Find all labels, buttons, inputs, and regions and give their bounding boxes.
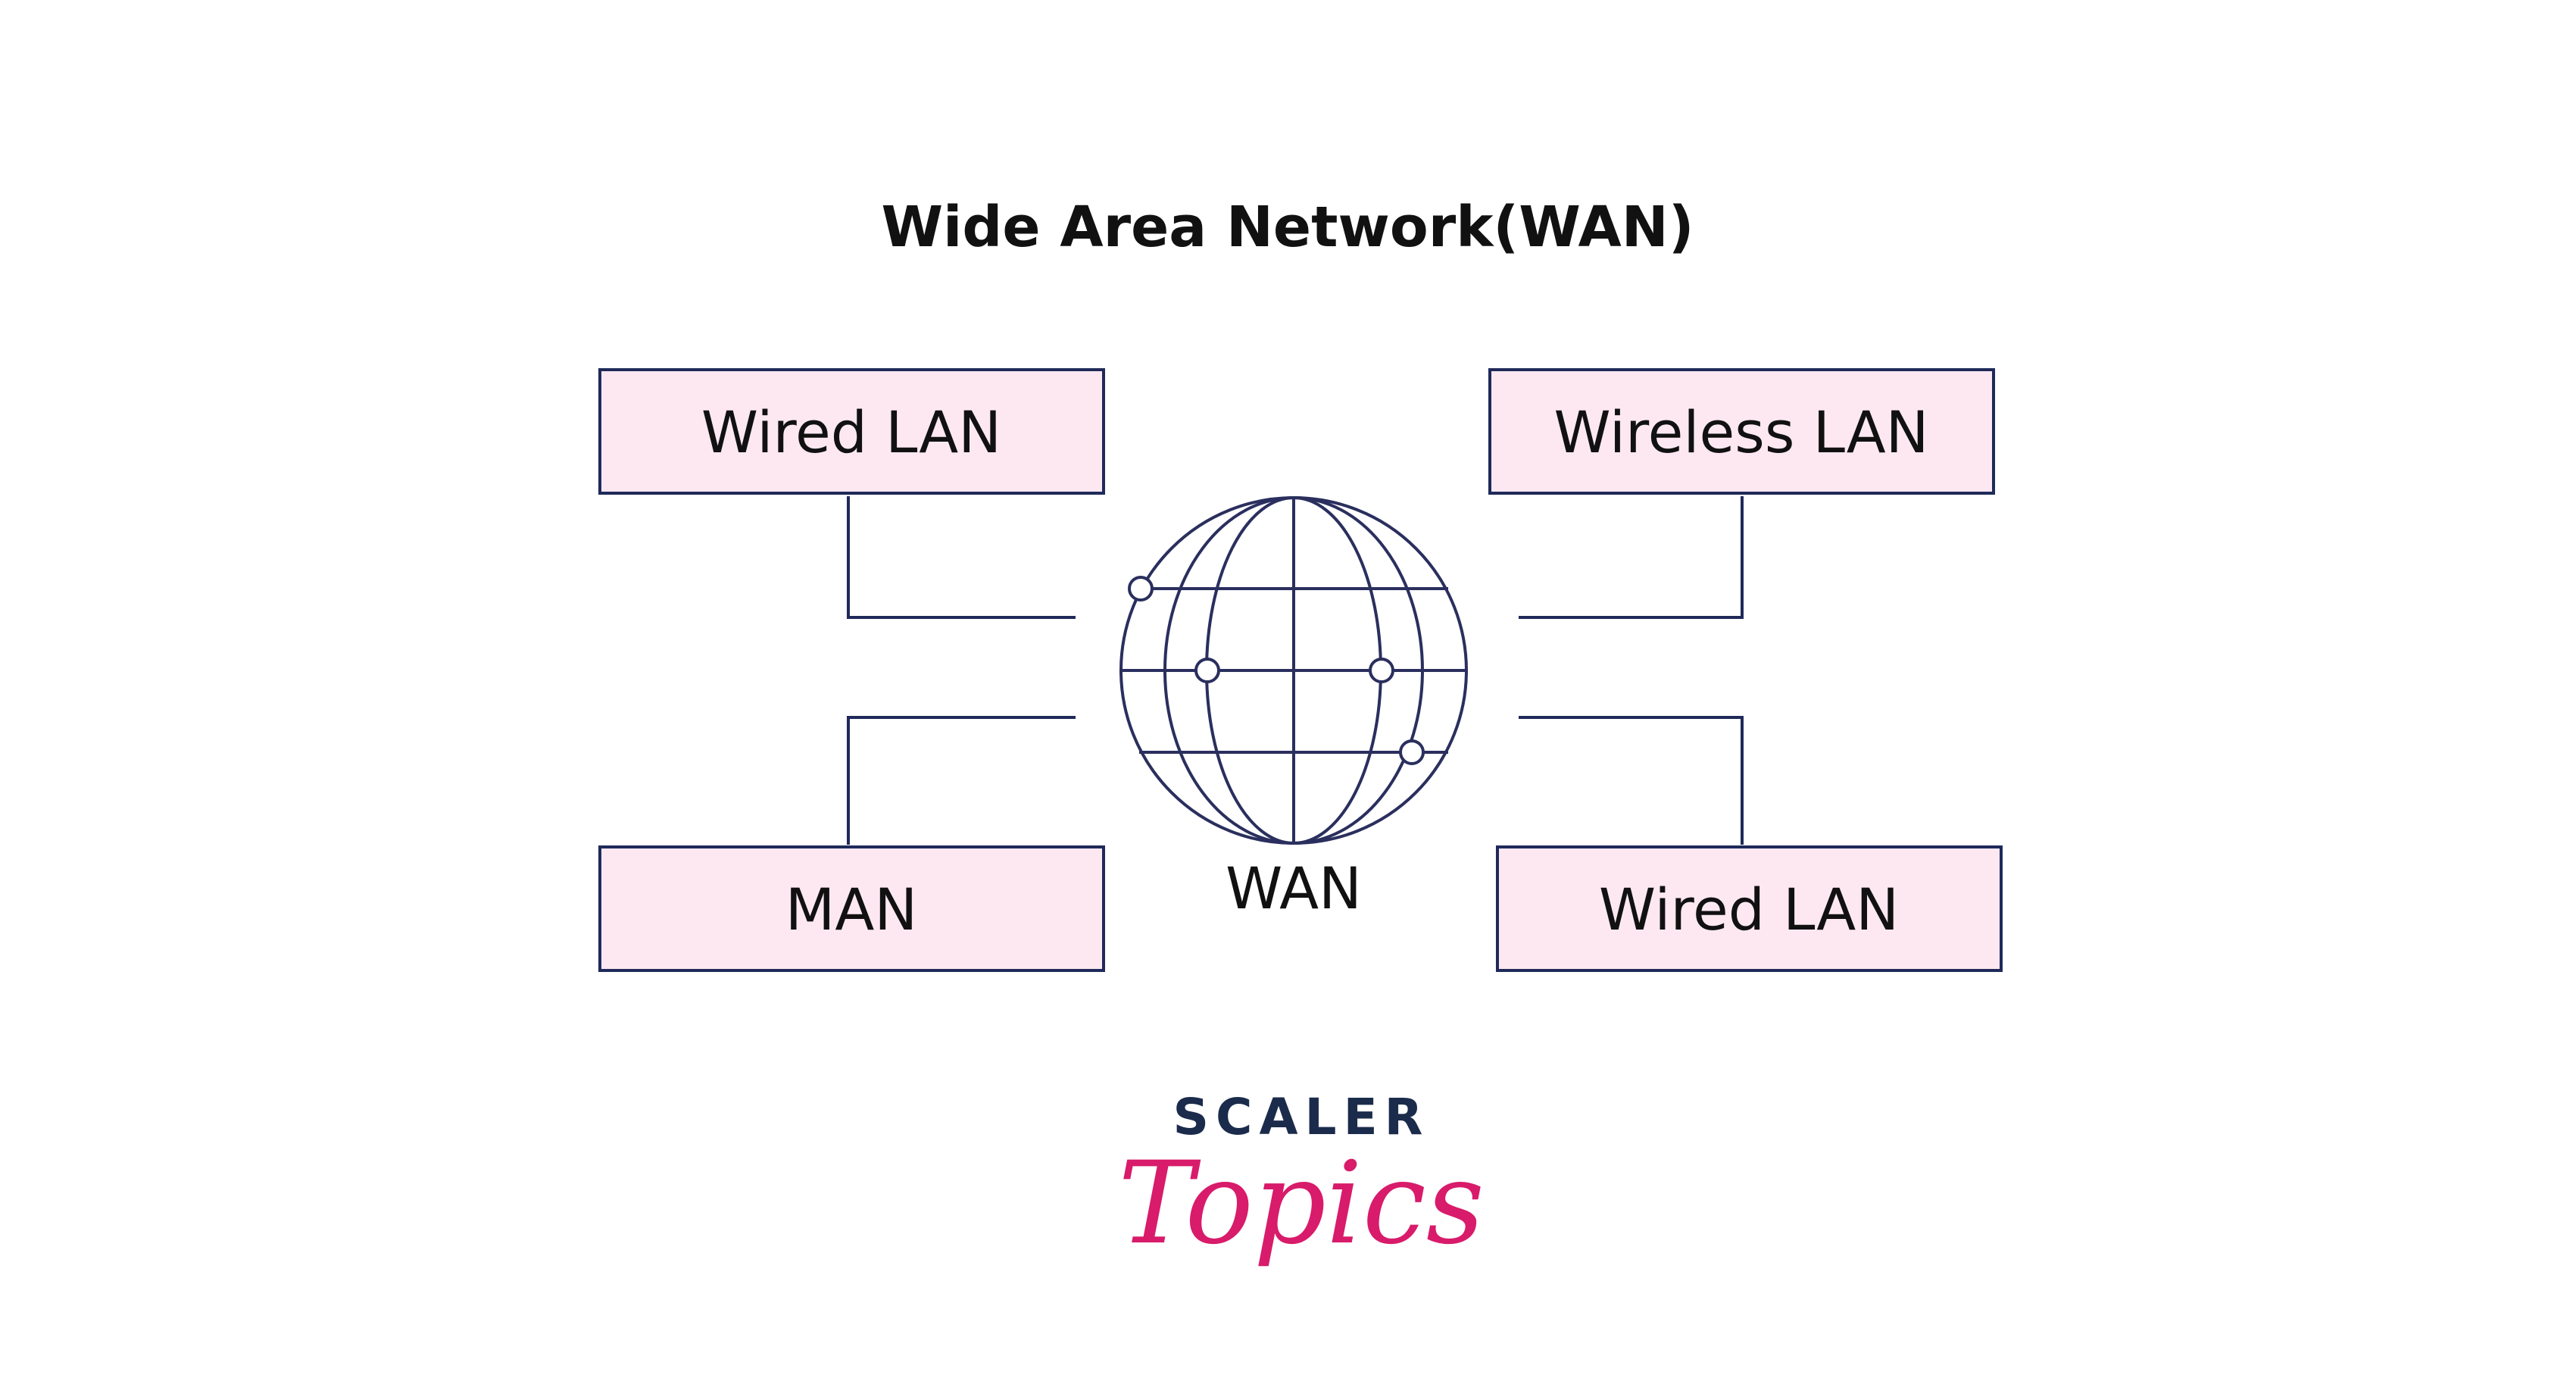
- connector-lines: [847, 496, 1744, 845]
- box-top-left-label: Wired LAN: [701, 398, 1001, 466]
- connector-bottom-left: [847, 716, 1076, 845]
- box-bottom-right-rect: [1496, 845, 2003, 972]
- box-top-right: Wireless LAN: [1488, 368, 1995, 495]
- globe-node: [1369, 658, 1394, 683]
- connector-bottom-right: [1519, 716, 1744, 845]
- box-bottom-left-rect: [598, 845, 1105, 972]
- connector-top-right: [1519, 496, 1744, 619]
- logo-top-text: SCALER: [1172, 1088, 1429, 1146]
- scaler-topics-logo: SCALER Topics: [1118, 1088, 1485, 1270]
- wan-label: WAN: [1226, 855, 1362, 922]
- box-top-left-rect: [598, 368, 1105, 495]
- box-top-right-label: Wireless LAN: [1553, 398, 1928, 466]
- box-bottom-left: MAN: [598, 845, 1105, 972]
- box-bottom-left-label: MAN: [785, 876, 917, 943]
- globe-icon: [1119, 496, 1468, 845]
- box-top-right-rect: [1488, 368, 1995, 495]
- logo-bottom-text: Topics: [1118, 1138, 1485, 1270]
- globe-node: [1194, 658, 1220, 683]
- globe-node: [1128, 576, 1154, 602]
- diagram-title: Wide Area Network(WAN): [881, 195, 1694, 260]
- connector-top-left: [847, 496, 1076, 619]
- box-top-left: Wired LAN: [598, 368, 1105, 495]
- box-bottom-right-label: Wired LAN: [1599, 876, 1899, 943]
- globe-node: [1399, 739, 1425, 765]
- box-bottom-right: Wired LAN: [1496, 845, 2003, 972]
